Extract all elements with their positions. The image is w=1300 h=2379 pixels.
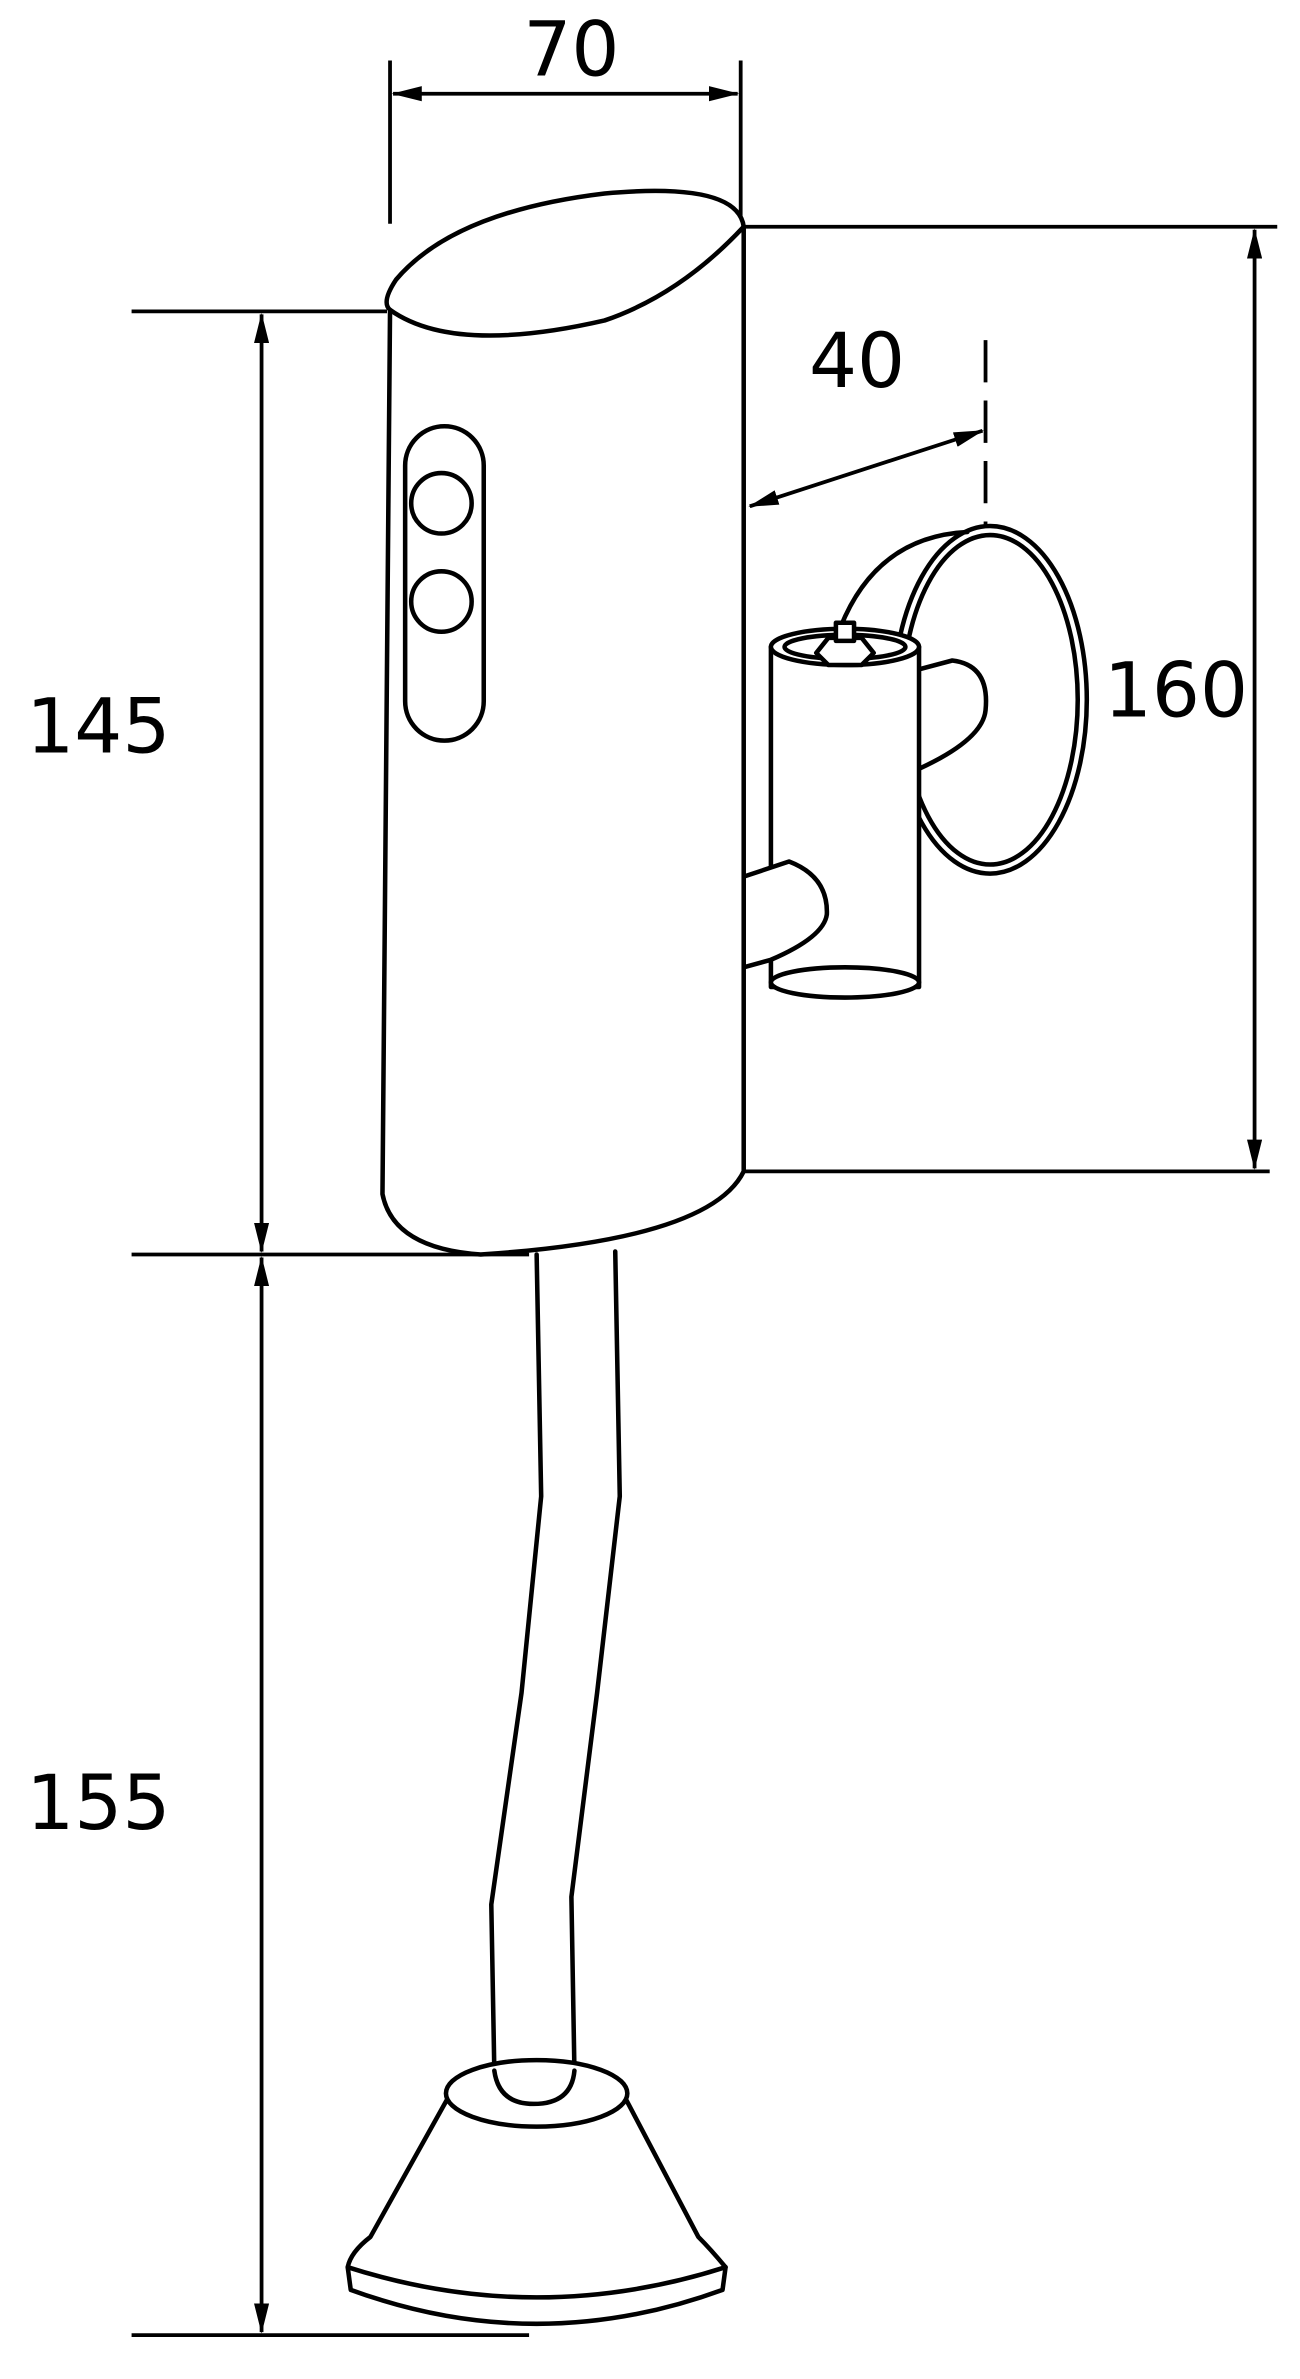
dimension-pipe-length: 155 — [26, 1256, 530, 2338]
dimension-wall-offset: 40 — [748, 317, 988, 741]
flush-pipe — [489, 1249, 623, 2073]
valve-assembly — [741, 523, 1090, 1000]
wall-offset-label: 40 — [809, 317, 905, 405]
upper-height-label: 145 — [26, 683, 170, 771]
dimension-width: 70 — [388, 6, 743, 227]
sensor-body — [380, 188, 746, 1257]
sensor-eye-icon — [408, 569, 474, 635]
pipe-length-label: 155 — [26, 1759, 170, 1847]
dimension-mount-height: 160 — [743, 224, 1278, 1174]
width-label: 70 — [523, 6, 619, 94]
dimension-upper-height: 145 — [26, 309, 530, 1257]
mount-height-label: 160 — [1104, 646, 1248, 734]
pipe-base — [345, 2057, 728, 2327]
sensor-eye-icon — [408, 470, 474, 536]
